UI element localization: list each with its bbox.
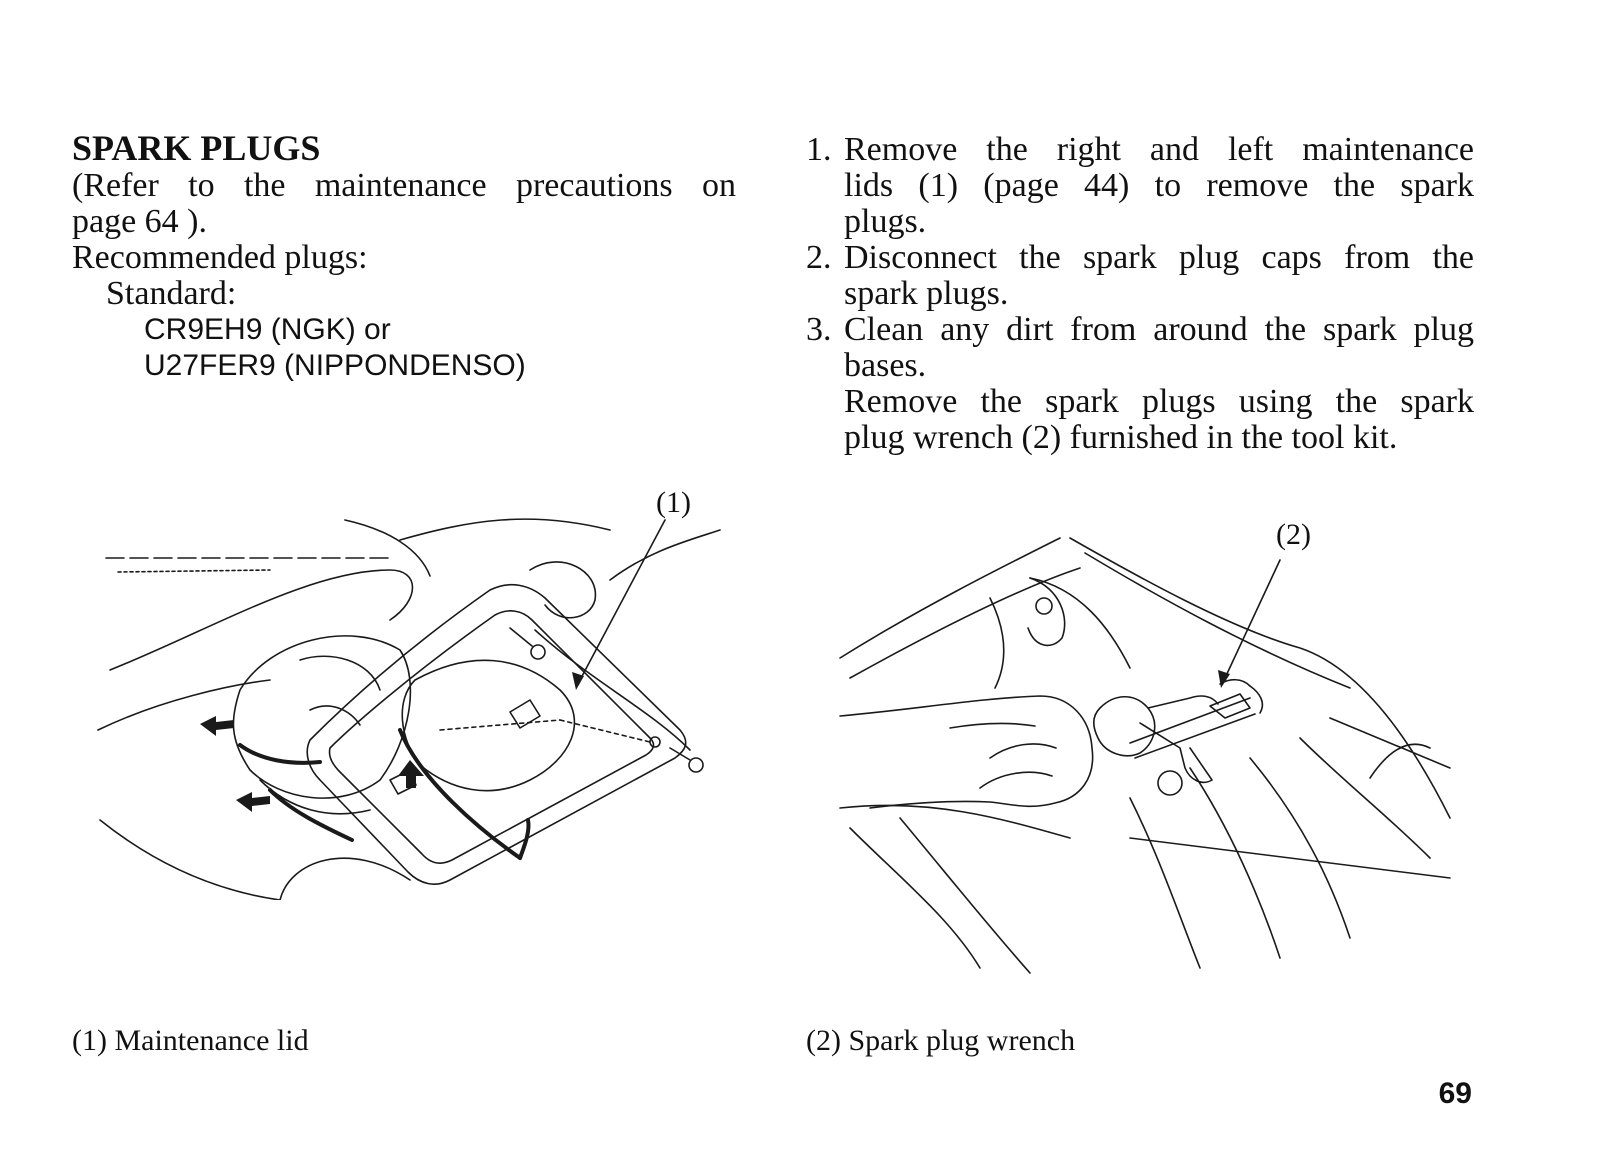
callout-1: (1) xyxy=(656,486,691,519)
step-line: spark plugs. xyxy=(844,275,1009,312)
step-3: 3. Clean any dirt from around the spark … xyxy=(806,312,1474,458)
step-line: lids (1) (page 44) to remove the spark xyxy=(844,167,1474,204)
step-line: Remove the spark plugs using the spark xyxy=(844,383,1474,420)
step-line: Disconnect the spark plug caps from the xyxy=(844,239,1474,276)
plug-nippondenso: U27FER9 (NIPPONDENSO) xyxy=(144,349,526,382)
recommended-label: Recommended plugs: xyxy=(72,239,368,276)
precaution-line-1: (Refer to the maintenance precautions on xyxy=(72,167,736,204)
step-number: 3. xyxy=(806,311,832,348)
precaution-line-2: page 64 ). xyxy=(72,203,208,240)
maintenance-lid-illustration: (1) xyxy=(97,486,721,900)
page-number: 69 xyxy=(1438,1077,1472,1110)
step-number: 1. xyxy=(806,131,832,168)
caption-maintenance-lid: (1) Maintenance lid xyxy=(72,1024,309,1057)
plug-ngk: CR9EH9 (NGK) or xyxy=(144,313,391,346)
standard-label: Standard: xyxy=(106,275,237,312)
step-2: 2. Disconnect the spark plug caps from t… xyxy=(806,240,1474,314)
step-line: Clean any dirt from around the spark plu… xyxy=(844,311,1474,348)
step-line: plugs. xyxy=(844,203,927,240)
step-number: 2. xyxy=(806,239,832,276)
step-line: bases. xyxy=(844,347,927,384)
step-line: plug wrench (2) furnished in the tool ki… xyxy=(844,419,1398,456)
callout-2: (2) xyxy=(1276,518,1311,551)
section-title: SPARK PLUGS xyxy=(72,128,321,168)
step-1: 1. Remove the right and left maintenance… xyxy=(806,132,1474,242)
caption-spark-plug-wrench: (2) Spark plug wrench xyxy=(806,1024,1076,1057)
spark-plug-wrench-illustration: (2) xyxy=(839,518,1451,974)
precaution-note: (Refer to the maintenance precautions on… xyxy=(72,168,736,240)
step-line: Remove the right and left maintenance xyxy=(844,131,1474,168)
